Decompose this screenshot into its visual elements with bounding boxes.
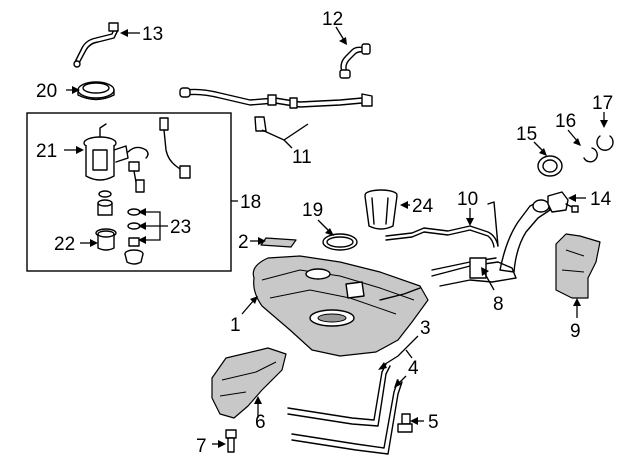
part-11-fuel-tube [179,87,373,132]
callout-7: 7 [196,436,207,457]
callout-6: 6 [255,412,266,433]
part-1-fuel-tank [252,255,429,357]
part-6-heat-shield [211,347,287,419]
callout-12: 12 [322,9,343,30]
callout-18: 18 [240,192,261,213]
callout-23: 23 [170,217,191,238]
callout-19: 19 [302,200,323,221]
callout-5: 5 [428,412,439,433]
part-17-clip [596,135,614,151]
part-7-bolt [225,429,237,453]
callout-22: 22 [54,234,75,255]
pump-wiring-harness [127,117,191,193]
filler-neck [431,199,551,287]
callout-numbers: 13 20 12 11 21 18 23 22 2 19 24 10 15 16… [36,9,613,457]
part-10-vent-line [385,201,499,248]
part-9-heat-shield [555,233,601,299]
callout-8: 8 [493,294,504,315]
callout-9: 9 [570,321,581,342]
callout-11: 11 [292,147,312,168]
callout-21: 21 [36,141,57,162]
part-21-fuel-pump [83,123,129,181]
part-2-label [260,237,297,248]
callout-1: 1 [230,315,241,336]
part-3-tank-strap [287,363,391,427]
callout-24: 24 [412,196,434,217]
callout-2: 2 [238,232,249,253]
part-22-pressure-regulator [95,228,117,251]
part-24-sender [364,189,398,230]
part-20-lock-ring [77,81,115,101]
callout-10: 10 [457,189,478,210]
callout-16: 16 [555,111,576,132]
callout-3: 3 [420,318,431,339]
part-23-fitting [124,237,144,265]
callout-20: 20 [36,81,57,102]
part-5-bolt [397,413,413,433]
pump-seals-and-filter [97,190,141,230]
part-16-clip [583,147,598,163]
part-12-hose [339,43,371,79]
part-4-tank-strap [291,379,403,455]
callout-4: 4 [408,358,419,379]
part-15-seal [537,155,563,177]
part-19-gasket [322,233,358,251]
callout-13: 13 [142,24,163,45]
callout-17: 17 [592,93,613,114]
leader-lines [64,26,608,448]
callout-15: 15 [516,124,537,145]
callout-14: 14 [590,189,612,210]
part-13-fuel-line [73,22,119,68]
part-14-valve [547,191,579,213]
pump-module-inset-box [26,112,232,272]
